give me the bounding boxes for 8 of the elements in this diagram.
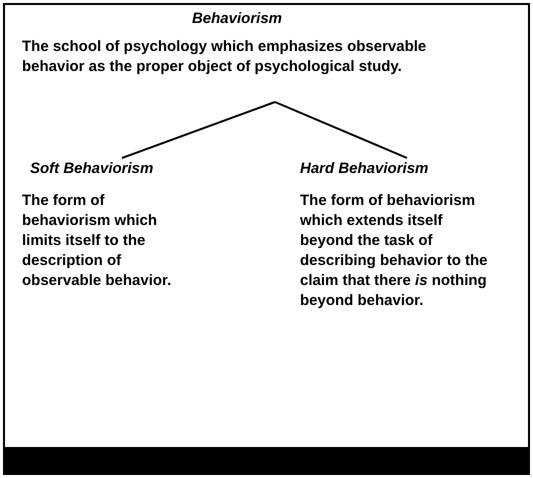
definition-text: The form of behaviorism which extends itself beyond the task of describing behavior to the claim that there is nothing beyond behavior. bbox=[300, 191, 489, 311]
branch-line bbox=[274, 101, 408, 159]
heading: Soft Behaviorism bbox=[29, 160, 154, 177]
branch-line bbox=[122, 101, 276, 159]
definition-text: The form of behaviorism which limits itself to the description of observable behavior. bbox=[22, 191, 172, 291]
heading: Hard Behaviorism bbox=[300, 160, 430, 177]
definition-text: The school of psychology which emphasizes observable behavior as the proper object of psychological study. bbox=[22, 37, 428, 77]
heading: Behaviorism bbox=[190, 10, 284, 27]
